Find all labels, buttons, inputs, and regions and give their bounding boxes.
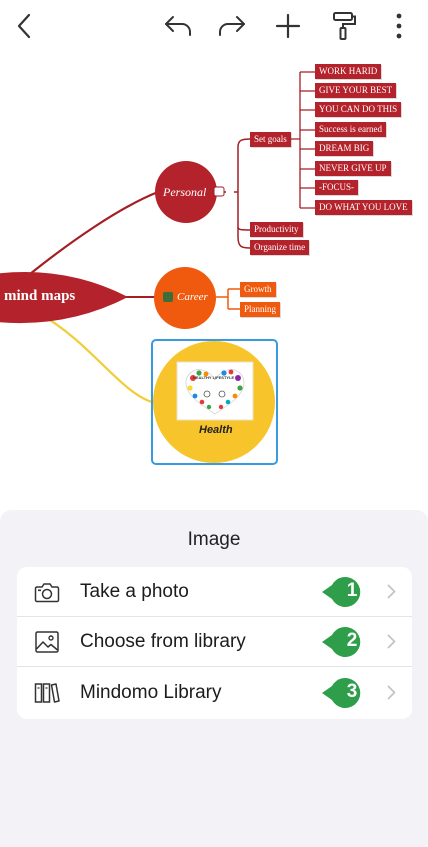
chevron-right-icon — [387, 584, 396, 599]
camera-icon — [34, 583, 60, 603]
choose-library-label: Choose from library — [80, 631, 246, 652]
more-button[interactable] — [381, 8, 417, 44]
choose-library-option[interactable]: Choose from library — [17, 617, 412, 667]
goal-item[interactable]: DREAM BIG — [315, 141, 374, 156]
mind-map-connectors — [0, 71, 315, 465]
take-photo-label: Take a photo — [80, 581, 189, 602]
node-health[interactable]: Health — [199, 424, 233, 436]
sheet-title: Image — [187, 529, 241, 550]
redo-button[interactable] — [214, 8, 250, 44]
goal-item[interactable]: NEVER GIVE UP — [315, 161, 391, 176]
marker-shape — [322, 678, 361, 708]
mind-map-canvas[interactable]: mind maps Personal Career Health HEALTHY… — [0, 52, 428, 510]
node-productivity[interactable]: Productivity — [250, 222, 303, 237]
node-organize-time[interactable]: Organize time — [250, 240, 310, 255]
chevron-left-icon — [17, 13, 31, 39]
career-icon — [163, 292, 173, 302]
goal-item[interactable]: WORK HARID — [315, 64, 382, 79]
goal-item[interactable]: DO WHAT YOU LOVE — [315, 200, 412, 215]
chevron-right-icon — [387, 634, 396, 649]
node-career[interactable]: Career — [177, 291, 208, 303]
node-personal[interactable]: Personal — [163, 185, 207, 199]
step-number: 1 — [346, 580, 358, 601]
mindomo-library-label: Mindomo Library — [80, 682, 222, 703]
marker-shape — [322, 577, 361, 607]
node-set-goals[interactable]: Set goals — [250, 132, 291, 147]
toolbar — [0, 0, 428, 52]
undo-icon — [165, 16, 191, 36]
step-marker-3: 3 — [322, 677, 366, 709]
more-vertical-icon — [396, 13, 402, 39]
image-source-sheet: Image Take a photo Choose from library M… — [0, 510, 428, 847]
books-icon — [34, 683, 60, 703]
format-button[interactable] — [326, 8, 362, 44]
chevron-right-icon — [387, 685, 396, 700]
take-photo-option[interactable]: Take a photo — [17, 567, 412, 617]
goal-item[interactable]: Success is earned — [315, 122, 386, 137]
step-marker-1: 1 — [322, 576, 366, 608]
health-image-caption: HEALTHY LIFESTYLE — [193, 375, 235, 380]
plus-icon — [275, 13, 301, 39]
mindomo-library-option[interactable]: Mindomo Library — [17, 668, 412, 718]
goal-item[interactable]: YOU CAN DO THIS — [315, 102, 402, 117]
row-divider — [17, 666, 412, 667]
step-marker-2: 2 — [322, 626, 366, 658]
row-divider — [17, 616, 412, 617]
node-planning[interactable]: Planning — [240, 302, 281, 317]
healthy-lifestyle-image — [185, 369, 245, 415]
redo-icon — [219, 16, 245, 36]
step-number: 3 — [346, 681, 358, 702]
add-button[interactable] — [270, 8, 306, 44]
node-growth[interactable]: Growth — [240, 282, 276, 297]
root-node[interactable]: mind maps — [4, 288, 76, 304]
goal-item[interactable]: -FOCUS- — [315, 180, 359, 195]
goal-item[interactable]: GIVE YOUR BEST — [315, 83, 397, 98]
photo-library-icon — [35, 631, 59, 653]
step-number: 2 — [346, 630, 358, 651]
undo-button[interactable] — [160, 8, 196, 44]
marker-shape — [322, 627, 361, 657]
paint-roller-icon — [333, 12, 356, 40]
back-button[interactable] — [6, 8, 42, 44]
